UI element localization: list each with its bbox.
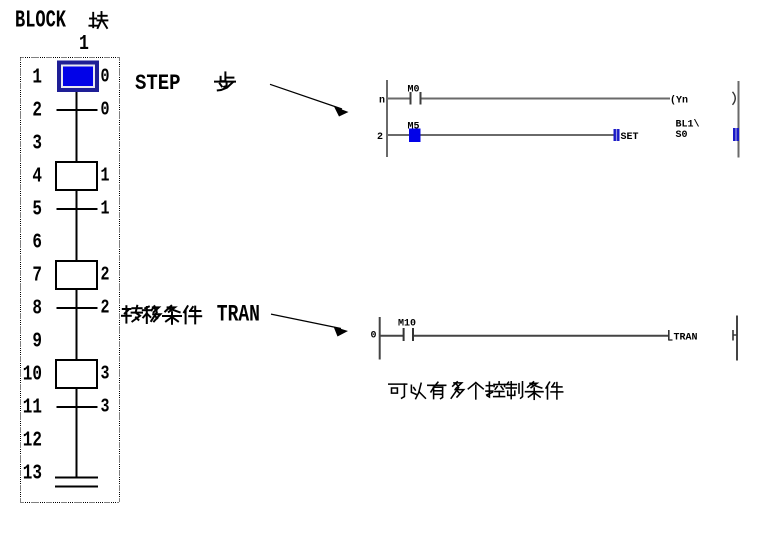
svg-text:1: 1: [101, 199, 110, 220]
svg-text:10: 10: [23, 363, 42, 387]
svg-text:12: 12: [23, 429, 42, 453]
svg-text:0: 0: [101, 67, 110, 88]
svg-text:BL1\: BL1\: [676, 119, 700, 131]
svg-text:13: 13: [23, 462, 42, 486]
svg-text:3: 3: [32, 132, 42, 156]
svg-text:BLOCK: BLOCK: [15, 8, 66, 34]
svg-text:TRAN: TRAN: [217, 303, 260, 329]
svg-text:2: 2: [32, 99, 42, 123]
svg-text:1: 1: [79, 31, 89, 56]
svg-text:SET: SET: [621, 132, 639, 143]
svg-text:11: 11: [23, 396, 42, 420]
svg-text:7: 7: [32, 264, 42, 288]
svg-text:0: 0: [101, 100, 110, 121]
svg-text:1: 1: [32, 66, 42, 90]
svg-text:M5: M5: [408, 122, 420, 133]
svg-text:2: 2: [101, 298, 110, 319]
svg-text:STEP: STEP: [135, 72, 181, 97]
svg-text:4: 4: [32, 165, 42, 189]
svg-text:3: 3: [101, 397, 110, 418]
svg-text:M10: M10: [398, 319, 416, 330]
svg-text:TRAN: TRAN: [674, 333, 698, 344]
svg-text:n: n: [379, 96, 385, 107]
svg-text:9: 9: [32, 330, 42, 354]
svg-text:3: 3: [101, 364, 110, 385]
svg-text:8: 8: [32, 297, 42, 321]
svg-text:5: 5: [32, 198, 42, 222]
svg-text:(Yn: (Yn: [670, 95, 688, 107]
svg-text:6: 6: [32, 231, 42, 255]
svg-text:2: 2: [377, 132, 383, 143]
svg-text:1: 1: [101, 166, 110, 187]
svg-text:S0: S0: [676, 130, 688, 141]
svg-text:2: 2: [101, 265, 110, 286]
svg-text:0: 0: [371, 331, 377, 342]
svg-text:M0: M0: [408, 85, 420, 96]
